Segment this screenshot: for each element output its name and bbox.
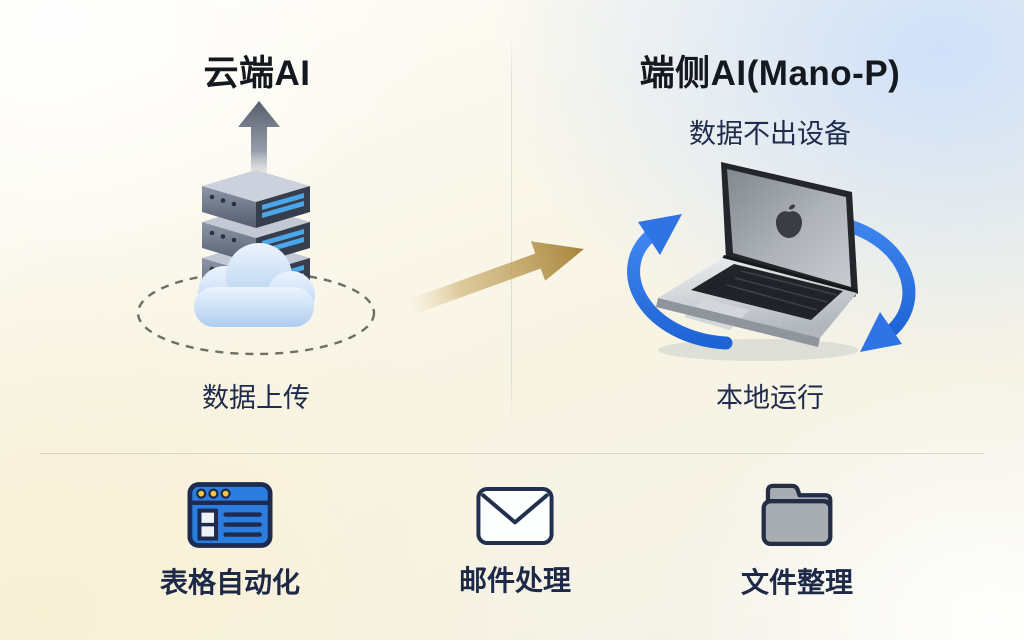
edge-ai-caption: 本地运行 (716, 383, 824, 413)
feature-label: 文件整理 (740, 567, 854, 598)
feature-mail-processing: 邮件处理 (459, 485, 571, 599)
table-window-icon (187, 482, 273, 548)
envelope-icon (476, 486, 554, 546)
laptop-icon (627, 162, 916, 361)
edge-ai-subtitle: 数据不出设备 (689, 119, 851, 149)
edge-ai-title: 端侧AI(Mano-P) (639, 54, 901, 93)
feature-label: 邮件处理 (458, 565, 572, 596)
up-arrow-icon (238, 101, 280, 177)
cloud-icon (194, 243, 315, 327)
feature-file-organizing: 文件整理 (741, 479, 853, 601)
horizontal-divider (40, 453, 984, 454)
cloud-ai-caption: 数据上传 (202, 383, 310, 413)
server-stack-icon (136, 170, 376, 356)
folder-icon (761, 483, 833, 547)
apple-logo-icon (776, 204, 802, 238)
feature-table-automation: 表格自动化 (160, 481, 300, 601)
feature-label: 表格自动化 (159, 567, 301, 598)
gold-arrow-icon (408, 241, 584, 315)
vertical-divider (511, 36, 512, 420)
cloud-ai-title: 云端AI (203, 54, 311, 93)
